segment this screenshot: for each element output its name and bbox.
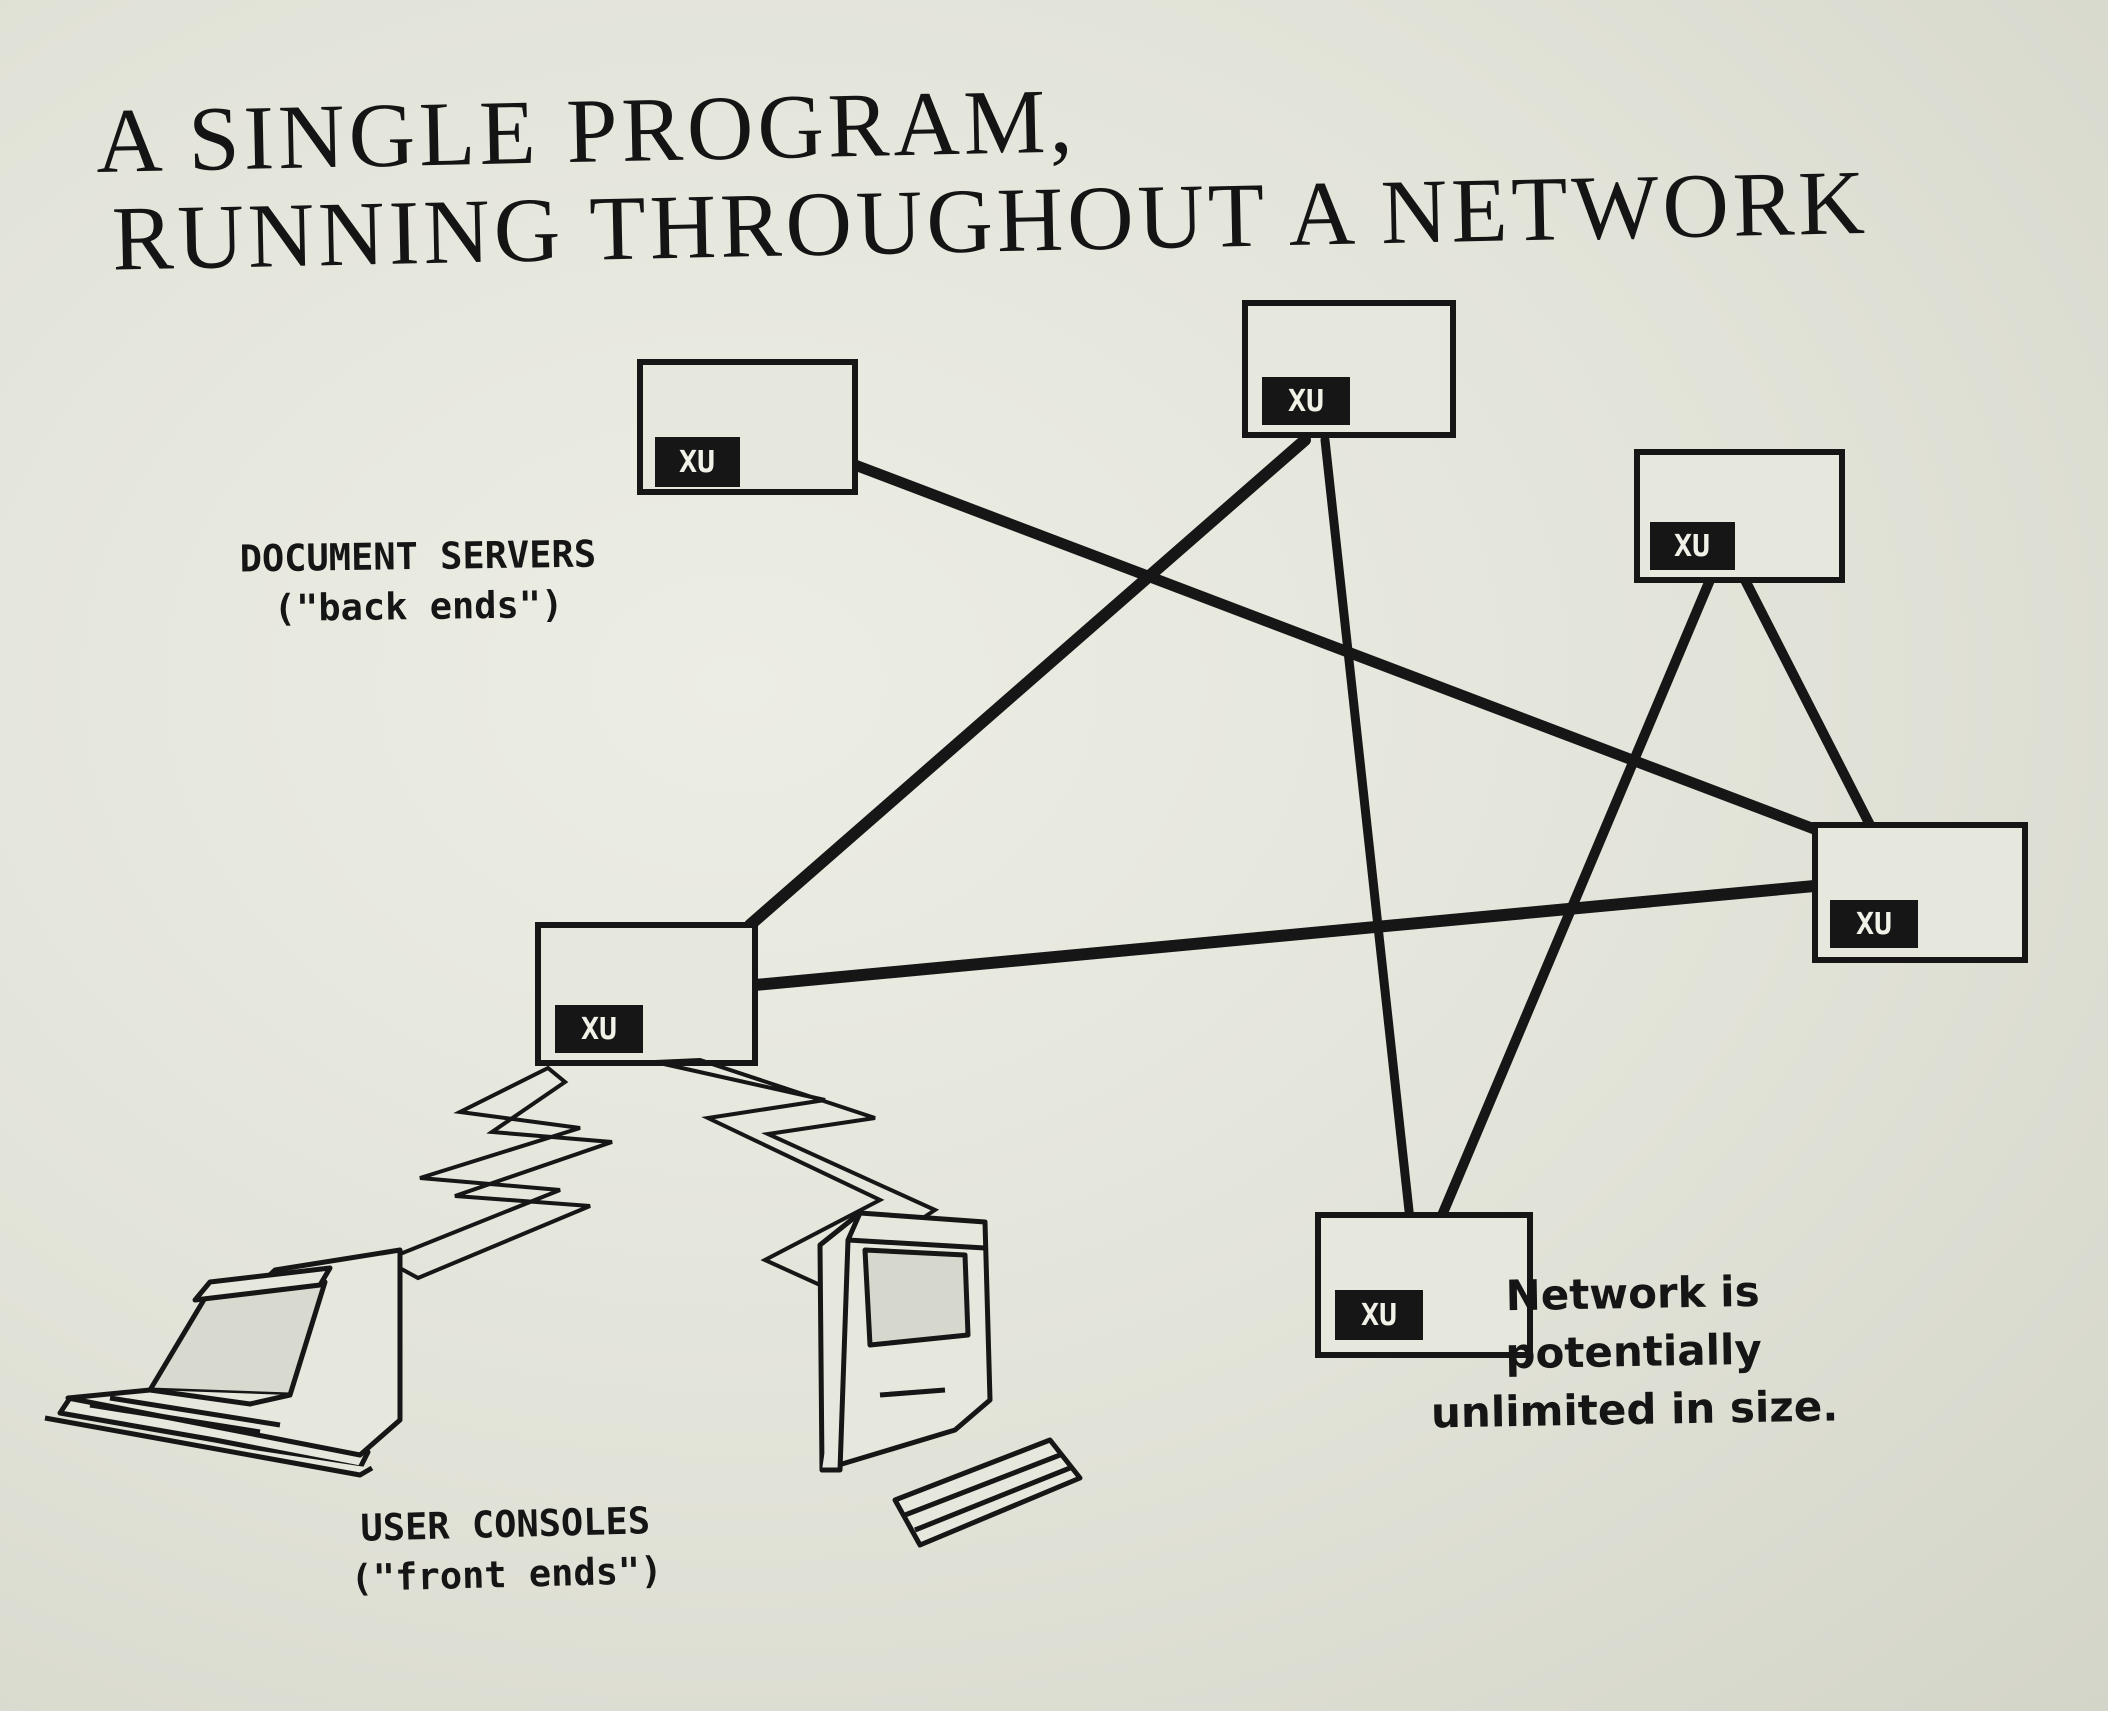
document-servers-label-line-2: ("back ends") (273, 582, 564, 631)
link-topright-right (1740, 575, 1875, 830)
xu-badge-text: XU (1856, 907, 1892, 942)
xu-badge-icon: XU (1335, 1290, 1423, 1340)
document-servers-label-line-1: DOCUMENT SERVERS (239, 532, 597, 581)
xu-badge-icon: XU (1650, 522, 1735, 570)
server-node-right: XU (1812, 822, 2028, 963)
server-node-top-center: XU (1242, 300, 1456, 438)
link-topleft-right (849, 459, 1836, 841)
network-links (744, 434, 1875, 1225)
server-node-top-right: XU (1634, 449, 1845, 583)
diagram-title: A SINGLE PROGRAM, RUNNING THROUGHOUT A N… (95, 55, 1870, 289)
link-hub-right (749, 879, 1831, 991)
xu-badge-icon: XU (1830, 900, 1918, 948)
link-topcenter-bottom (1320, 435, 1415, 1225)
network-size-note: Network is potentially unlimited in size… (1429, 1261, 1839, 1442)
link-topcenter-hub (744, 434, 1311, 931)
server-node-top-left: XU (637, 359, 858, 495)
document-servers-label: DOCUMENT SERVERS ("back ends") (239, 530, 597, 635)
xu-badge-icon: XU (555, 1005, 643, 1053)
xu-badge-text: XU (1674, 529, 1710, 564)
link-topright-bottom (1435, 575, 1715, 1225)
zigzag-link-laptop (380, 1065, 613, 1281)
server-node-bottom: XU (1315, 1212, 1533, 1358)
user-consoles-label-line-1: USER CONSOLES (359, 1499, 651, 1550)
xu-badge-text: XU (679, 445, 715, 480)
xu-badge-icon: XU (1262, 377, 1350, 425)
xu-badge-text: XU (1361, 1298, 1397, 1333)
laptop-console-icon (44, 1247, 403, 1478)
network-size-note-line-3: unlimited in size. (1430, 1381, 1839, 1438)
xu-badge-text: XU (1288, 384, 1324, 419)
xu-badge-icon: XU (655, 437, 740, 487)
network-size-note-line-1: Network is (1505, 1266, 1760, 1321)
xu-badge-text: XU (581, 1012, 617, 1047)
user-consoles-label: USER CONSOLES ("front ends") (349, 1496, 663, 1604)
user-consoles-label-line-2: ("front ends") (350, 1548, 664, 1601)
server-node-console-hub: XU (535, 922, 758, 1066)
desktop-console-icon (817, 1210, 1083, 1548)
network-size-note-line-2: potentially (1504, 1324, 1763, 1379)
